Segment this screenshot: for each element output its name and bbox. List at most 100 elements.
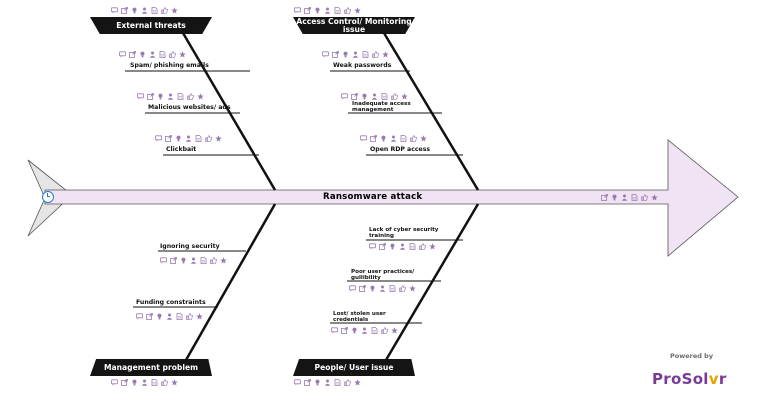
comment-icon[interactable] (137, 93, 144, 100)
cause-inadequate-access[interactable]: Inadequate access management (352, 101, 411, 113)
like-icon[interactable] (372, 51, 379, 58)
user-icon[interactable] (185, 135, 192, 142)
bulb-icon[interactable] (156, 313, 163, 320)
bulb-icon[interactable] (389, 243, 396, 250)
star-icon[interactable] (401, 93, 408, 100)
user-icon[interactable] (390, 135, 397, 142)
user-icon[interactable] (167, 93, 174, 100)
cause-spam-phishing[interactable]: Spam/ phishing emails (130, 62, 209, 69)
cause-poor-practices[interactable]: Poor user practices/ gullibility (351, 269, 415, 281)
user-icon[interactable] (399, 243, 406, 250)
comment-icon[interactable] (360, 135, 367, 142)
link-icon[interactable] (121, 7, 128, 14)
star-icon[interactable] (171, 7, 178, 14)
cause-open-rdp[interactable]: Open RDP access (370, 146, 431, 153)
user-icon[interactable] (379, 285, 386, 292)
file-icon[interactable] (371, 327, 378, 334)
comment-icon[interactable] (322, 51, 329, 58)
file-icon[interactable] (400, 135, 407, 142)
comment-icon[interactable] (294, 7, 301, 14)
user-icon[interactable] (371, 93, 378, 100)
link-icon[interactable] (304, 7, 311, 14)
star-icon[interactable] (382, 51, 389, 58)
link-icon[interactable] (351, 93, 358, 100)
like-icon[interactable] (391, 93, 398, 100)
star-icon[interactable] (429, 243, 436, 250)
user-icon[interactable] (352, 51, 359, 58)
link-icon[interactable] (146, 313, 153, 320)
like-icon[interactable] (344, 7, 351, 14)
category-access-control[interactable]: Access Control/ Monitoring issue (293, 17, 415, 34)
file-icon[interactable] (334, 7, 341, 14)
bulb-icon[interactable] (380, 135, 387, 142)
comment-icon[interactable] (341, 93, 348, 100)
like-icon[interactable] (161, 379, 168, 386)
star-icon[interactable] (354, 379, 361, 386)
link-icon[interactable] (121, 379, 128, 386)
link-icon[interactable] (165, 135, 172, 142)
comment-icon[interactable] (155, 135, 162, 142)
like-icon[interactable] (344, 379, 351, 386)
like-icon[interactable] (419, 243, 426, 250)
like-icon[interactable] (381, 327, 388, 334)
star-icon[interactable] (420, 135, 427, 142)
category-external-threats[interactable]: External threats (90, 17, 212, 34)
file-icon[interactable] (631, 194, 638, 201)
user-icon[interactable] (141, 379, 148, 386)
file-icon[interactable] (159, 51, 166, 58)
comment-icon[interactable] (160, 257, 167, 264)
star-icon[interactable] (409, 285, 416, 292)
star-icon[interactable] (354, 7, 361, 14)
bulb-icon[interactable] (314, 7, 321, 14)
category-management-problem[interactable]: Management problem (90, 359, 212, 376)
bulb-icon[interactable] (369, 285, 376, 292)
link-icon[interactable] (332, 51, 339, 58)
like-icon[interactable] (641, 194, 648, 201)
bulb-icon[interactable] (342, 51, 349, 58)
file-icon[interactable] (200, 257, 207, 264)
file-icon[interactable] (151, 7, 158, 14)
user-icon[interactable] (166, 313, 173, 320)
link-icon[interactable] (147, 93, 154, 100)
user-icon[interactable] (324, 7, 331, 14)
file-icon[interactable] (362, 51, 369, 58)
file-icon[interactable] (195, 135, 202, 142)
cause-malicious-websites[interactable]: Malicious websites/ ads (148, 104, 231, 111)
bulb-icon[interactable] (180, 257, 187, 264)
star-icon[interactable] (196, 313, 203, 320)
category-people-user-issue[interactable]: People/ User issue (293, 359, 415, 376)
link-icon[interactable] (370, 135, 377, 142)
star-icon[interactable] (215, 135, 222, 142)
file-icon[interactable] (389, 285, 396, 292)
user-icon[interactable] (149, 51, 156, 58)
link-icon[interactable] (359, 285, 366, 292)
file-icon[interactable] (177, 93, 184, 100)
link-icon[interactable] (304, 379, 311, 386)
bulb-icon[interactable] (314, 379, 321, 386)
comment-icon[interactable] (111, 7, 118, 14)
link-icon[interactable] (341, 327, 348, 334)
like-icon[interactable] (410, 135, 417, 142)
file-icon[interactable] (334, 379, 341, 386)
star-icon[interactable] (179, 51, 186, 58)
like-icon[interactable] (169, 51, 176, 58)
like-icon[interactable] (210, 257, 217, 264)
comment-icon[interactable] (349, 285, 356, 292)
user-icon[interactable] (361, 327, 368, 334)
link-icon[interactable] (379, 243, 386, 250)
cause-funding-constraints[interactable]: Funding constraints (136, 299, 206, 306)
cause-clickbait[interactable]: Clickbait (166, 146, 197, 153)
bulb-icon[interactable] (131, 379, 138, 386)
user-icon[interactable] (190, 257, 197, 264)
bulb-icon[interactable] (361, 93, 368, 100)
bulb-icon[interactable] (175, 135, 182, 142)
like-icon[interactable] (186, 313, 193, 320)
star-icon[interactable] (391, 327, 398, 334)
user-icon[interactable] (324, 379, 331, 386)
like-icon[interactable] (205, 135, 212, 142)
user-icon[interactable] (621, 194, 628, 201)
star-icon[interactable] (651, 194, 658, 201)
like-icon[interactable] (187, 93, 194, 100)
star-icon[interactable] (220, 257, 227, 264)
cause-lack-training[interactable]: Lack of cyber security training (369, 227, 439, 239)
